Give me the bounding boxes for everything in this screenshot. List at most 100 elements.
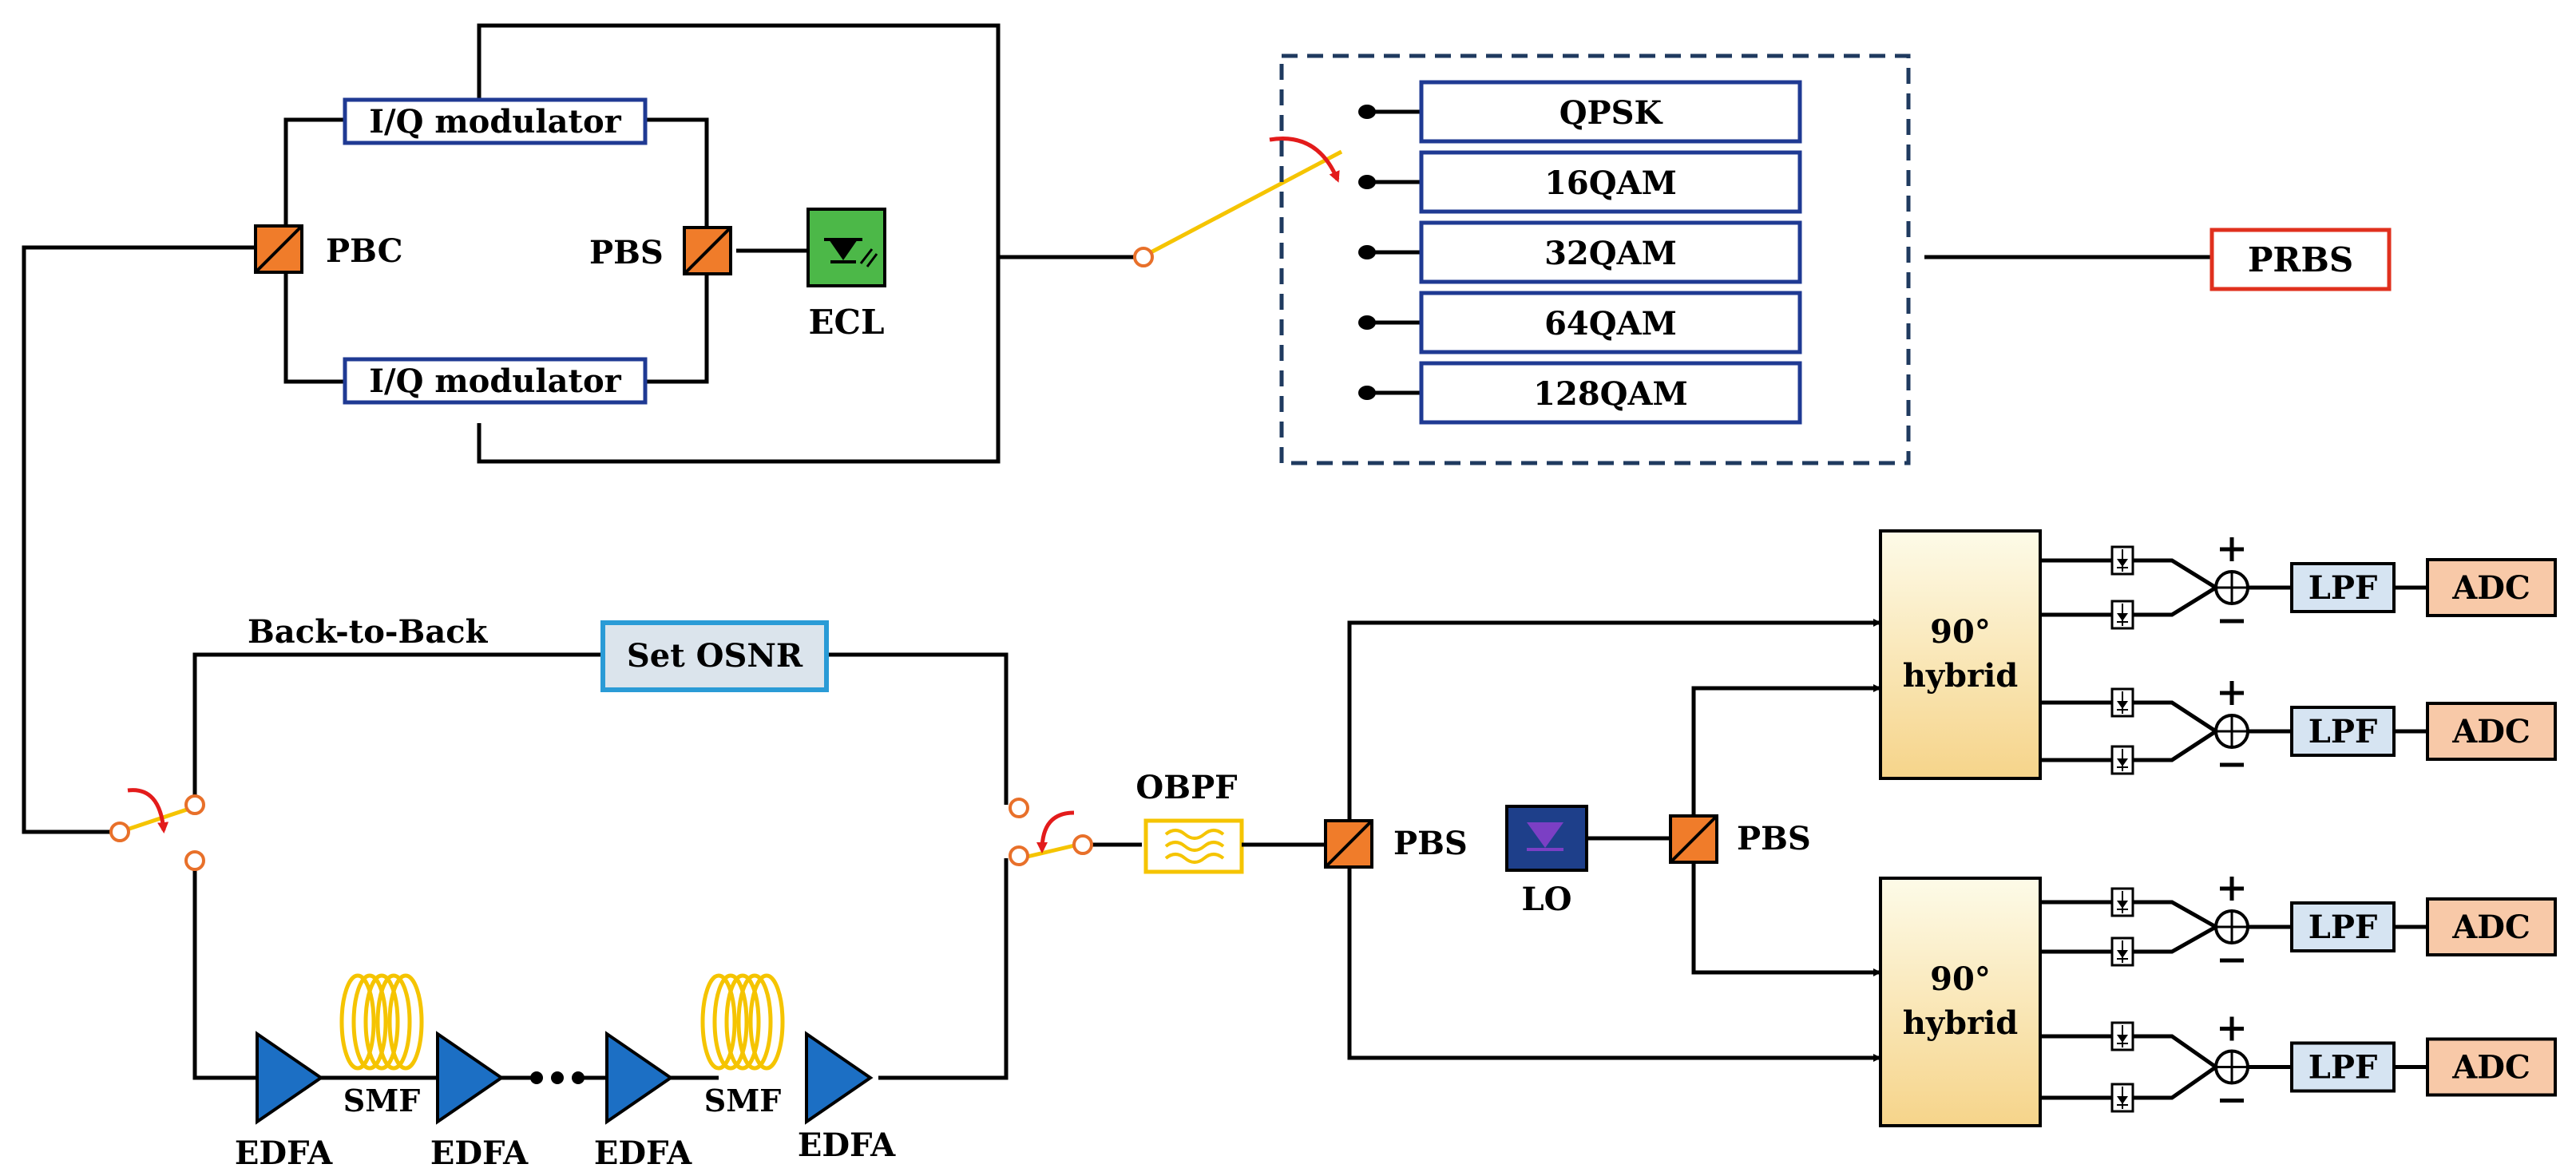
svg-text:PBS: PBS <box>589 234 664 271</box>
iq-modulator-bottom: I/Q modulator <box>343 357 648 405</box>
set-osnr-box: Set OSNR <box>600 620 829 692</box>
detector-chains: LPF ADC LPF ADC LPF ADC LPF ADC <box>2040 537 2557 1113</box>
svg-text:hybrid: hybrid <box>1903 1004 2019 1042</box>
detector-chain-2: LPF ADC <box>2040 681 2557 775</box>
lpf-label: LPF <box>2308 909 2378 946</box>
svg-text:EDFA: EDFA <box>594 1134 692 1172</box>
svg-text:Set OSNR: Set OSNR <box>627 637 803 675</box>
pbs-lo-splitter: PBS <box>1669 814 1811 864</box>
b2b-right <box>826 652 1009 805</box>
upper-arm-left <box>283 117 345 247</box>
span-right <box>878 858 1009 1080</box>
lpf-label: LPF <box>2308 713 2378 750</box>
transmitter <box>22 23 1142 834</box>
adc-label: ADC <box>2451 569 2530 607</box>
hybrid-bottom: 90° hybrid <box>1879 877 2042 1127</box>
output-switch <box>1009 798 1093 866</box>
pbc-splitter: PBC <box>254 224 402 274</box>
svg-text:90°: 90° <box>1930 960 1991 998</box>
obpf-filter: OBPF <box>1135 769 1244 874</box>
format-label: 128QAM <box>1533 375 1688 413</box>
lpf-box: LPF <box>2290 1041 2396 1093</box>
rf-drive-line-bottom <box>477 257 1001 464</box>
photodiode-icon <box>2110 1021 2134 1051</box>
svg-text:hybrid: hybrid <box>1903 657 2019 695</box>
smf-label-1: SMF <box>343 1083 421 1119</box>
format-label: QPSK <box>1559 94 1663 132</box>
svg-text:EDFA: EDFA <box>235 1134 333 1172</box>
adc-label: ADC <box>2451 713 2530 750</box>
back-to-back-label: Back-to-Back <box>248 613 489 651</box>
hybrid-top: 90° hybrid <box>1879 529 2042 780</box>
edfa-4: EDFA <box>798 1031 896 1164</box>
lpf-label: LPF <box>2308 1049 2378 1087</box>
adc-box: ADC <box>2426 558 2557 617</box>
svg-text:EDFA: EDFA <box>798 1126 896 1164</box>
photodiode-icon <box>2110 600 2134 630</box>
lpf-box: LPF <box>2290 901 2396 952</box>
smf-coil-2 <box>700 973 785 1071</box>
adc-label: ADC <box>2451 1049 2530 1087</box>
ellipsis-dots <box>530 1071 585 1084</box>
format-switch <box>1133 137 1343 267</box>
lower-arm-right <box>645 271 709 384</box>
lower-arm-left <box>283 271 345 384</box>
upper-arm-right <box>645 117 709 247</box>
svg-text:OBPF: OBPF <box>1135 769 1237 806</box>
photodiode-icon <box>2110 745 2134 775</box>
svg-text:I/Q modulator: I/Q modulator <box>369 362 621 400</box>
format-row-32qam: 32QAM <box>1358 220 1802 284</box>
pbs-tx-splitter: PBS <box>589 226 732 275</box>
edfa-1: EDFA <box>235 1031 333 1172</box>
link-lines <box>192 652 1142 1080</box>
lpf-box: LPF <box>2290 562 2396 613</box>
svg-text:ECL: ECL <box>809 303 885 342</box>
edfa-3: EDFA <box>594 1031 692 1172</box>
svg-text:PBS: PBS <box>1737 820 1811 857</box>
prbs-source: PRBS <box>1924 228 2392 291</box>
svg-text:PBS: PBS <box>1393 825 1468 862</box>
iq-modulator-top: I/Q modulator <box>343 97 648 145</box>
photodiode-icon <box>2110 1083 2134 1113</box>
adc-label: ADC <box>2451 909 2530 946</box>
rx-routing <box>1347 619 1881 1062</box>
svg-text:I/Q modulator: I/Q modulator <box>369 103 621 141</box>
adc-box: ADC <box>2426 1037 2557 1097</box>
lo-laser: LO <box>1505 805 1588 918</box>
lpf-label: LPF <box>2308 569 2378 607</box>
input-switch <box>109 788 205 871</box>
b2b-left <box>192 652 603 805</box>
detector-chain-3: LPF ADC <box>2040 877 2557 967</box>
format-label: 16QAM <box>1544 164 1677 202</box>
format-row-128qam: 128QAM <box>1358 361 1802 425</box>
photodiode-icon <box>2110 887 2134 917</box>
photodiode-icon <box>2110 936 2134 967</box>
photodiode-icon <box>2110 545 2134 576</box>
adder-icon <box>2214 537 2249 624</box>
detector-chain-4: LPF ADC <box>2040 1016 2557 1113</box>
edfa-2: EDFA <box>430 1031 529 1172</box>
format-row-qpsk: QPSK <box>1358 80 1802 144</box>
detector-chain-1: LPF ADC <box>2040 537 2557 630</box>
ecl-laser: ECL <box>806 208 886 342</box>
format-label: 32QAM <box>1544 235 1677 272</box>
smf-coil-1 <box>339 973 424 1071</box>
photodiode-icon <box>2110 687 2134 718</box>
adder-icon <box>2214 1016 2249 1103</box>
smf-label-2: SMF <box>704 1083 782 1119</box>
adc-box: ADC <box>2426 897 2557 956</box>
rf-drive-line-top <box>477 23 1142 259</box>
svg-text:PBC: PBC <box>326 232 402 270</box>
tx-output-fiber <box>22 245 254 834</box>
format-row-64qam: 64QAM <box>1358 291 1802 354</box>
format-selector: QPSK 16QAM 32QAM 64QAM 128QAM <box>1279 53 1911 465</box>
format-label: 64QAM <box>1544 305 1677 342</box>
format-row-16qam: 16QAM <box>1358 150 1802 214</box>
svg-text:90°: 90° <box>1930 613 1991 651</box>
span-left <box>192 862 257 1080</box>
svg-text:LO: LO <box>1522 881 1572 918</box>
adder-icon <box>2214 877 2249 963</box>
pbs-signal-splitter: PBS <box>1324 819 1468 869</box>
adder-icon <box>2214 681 2249 767</box>
